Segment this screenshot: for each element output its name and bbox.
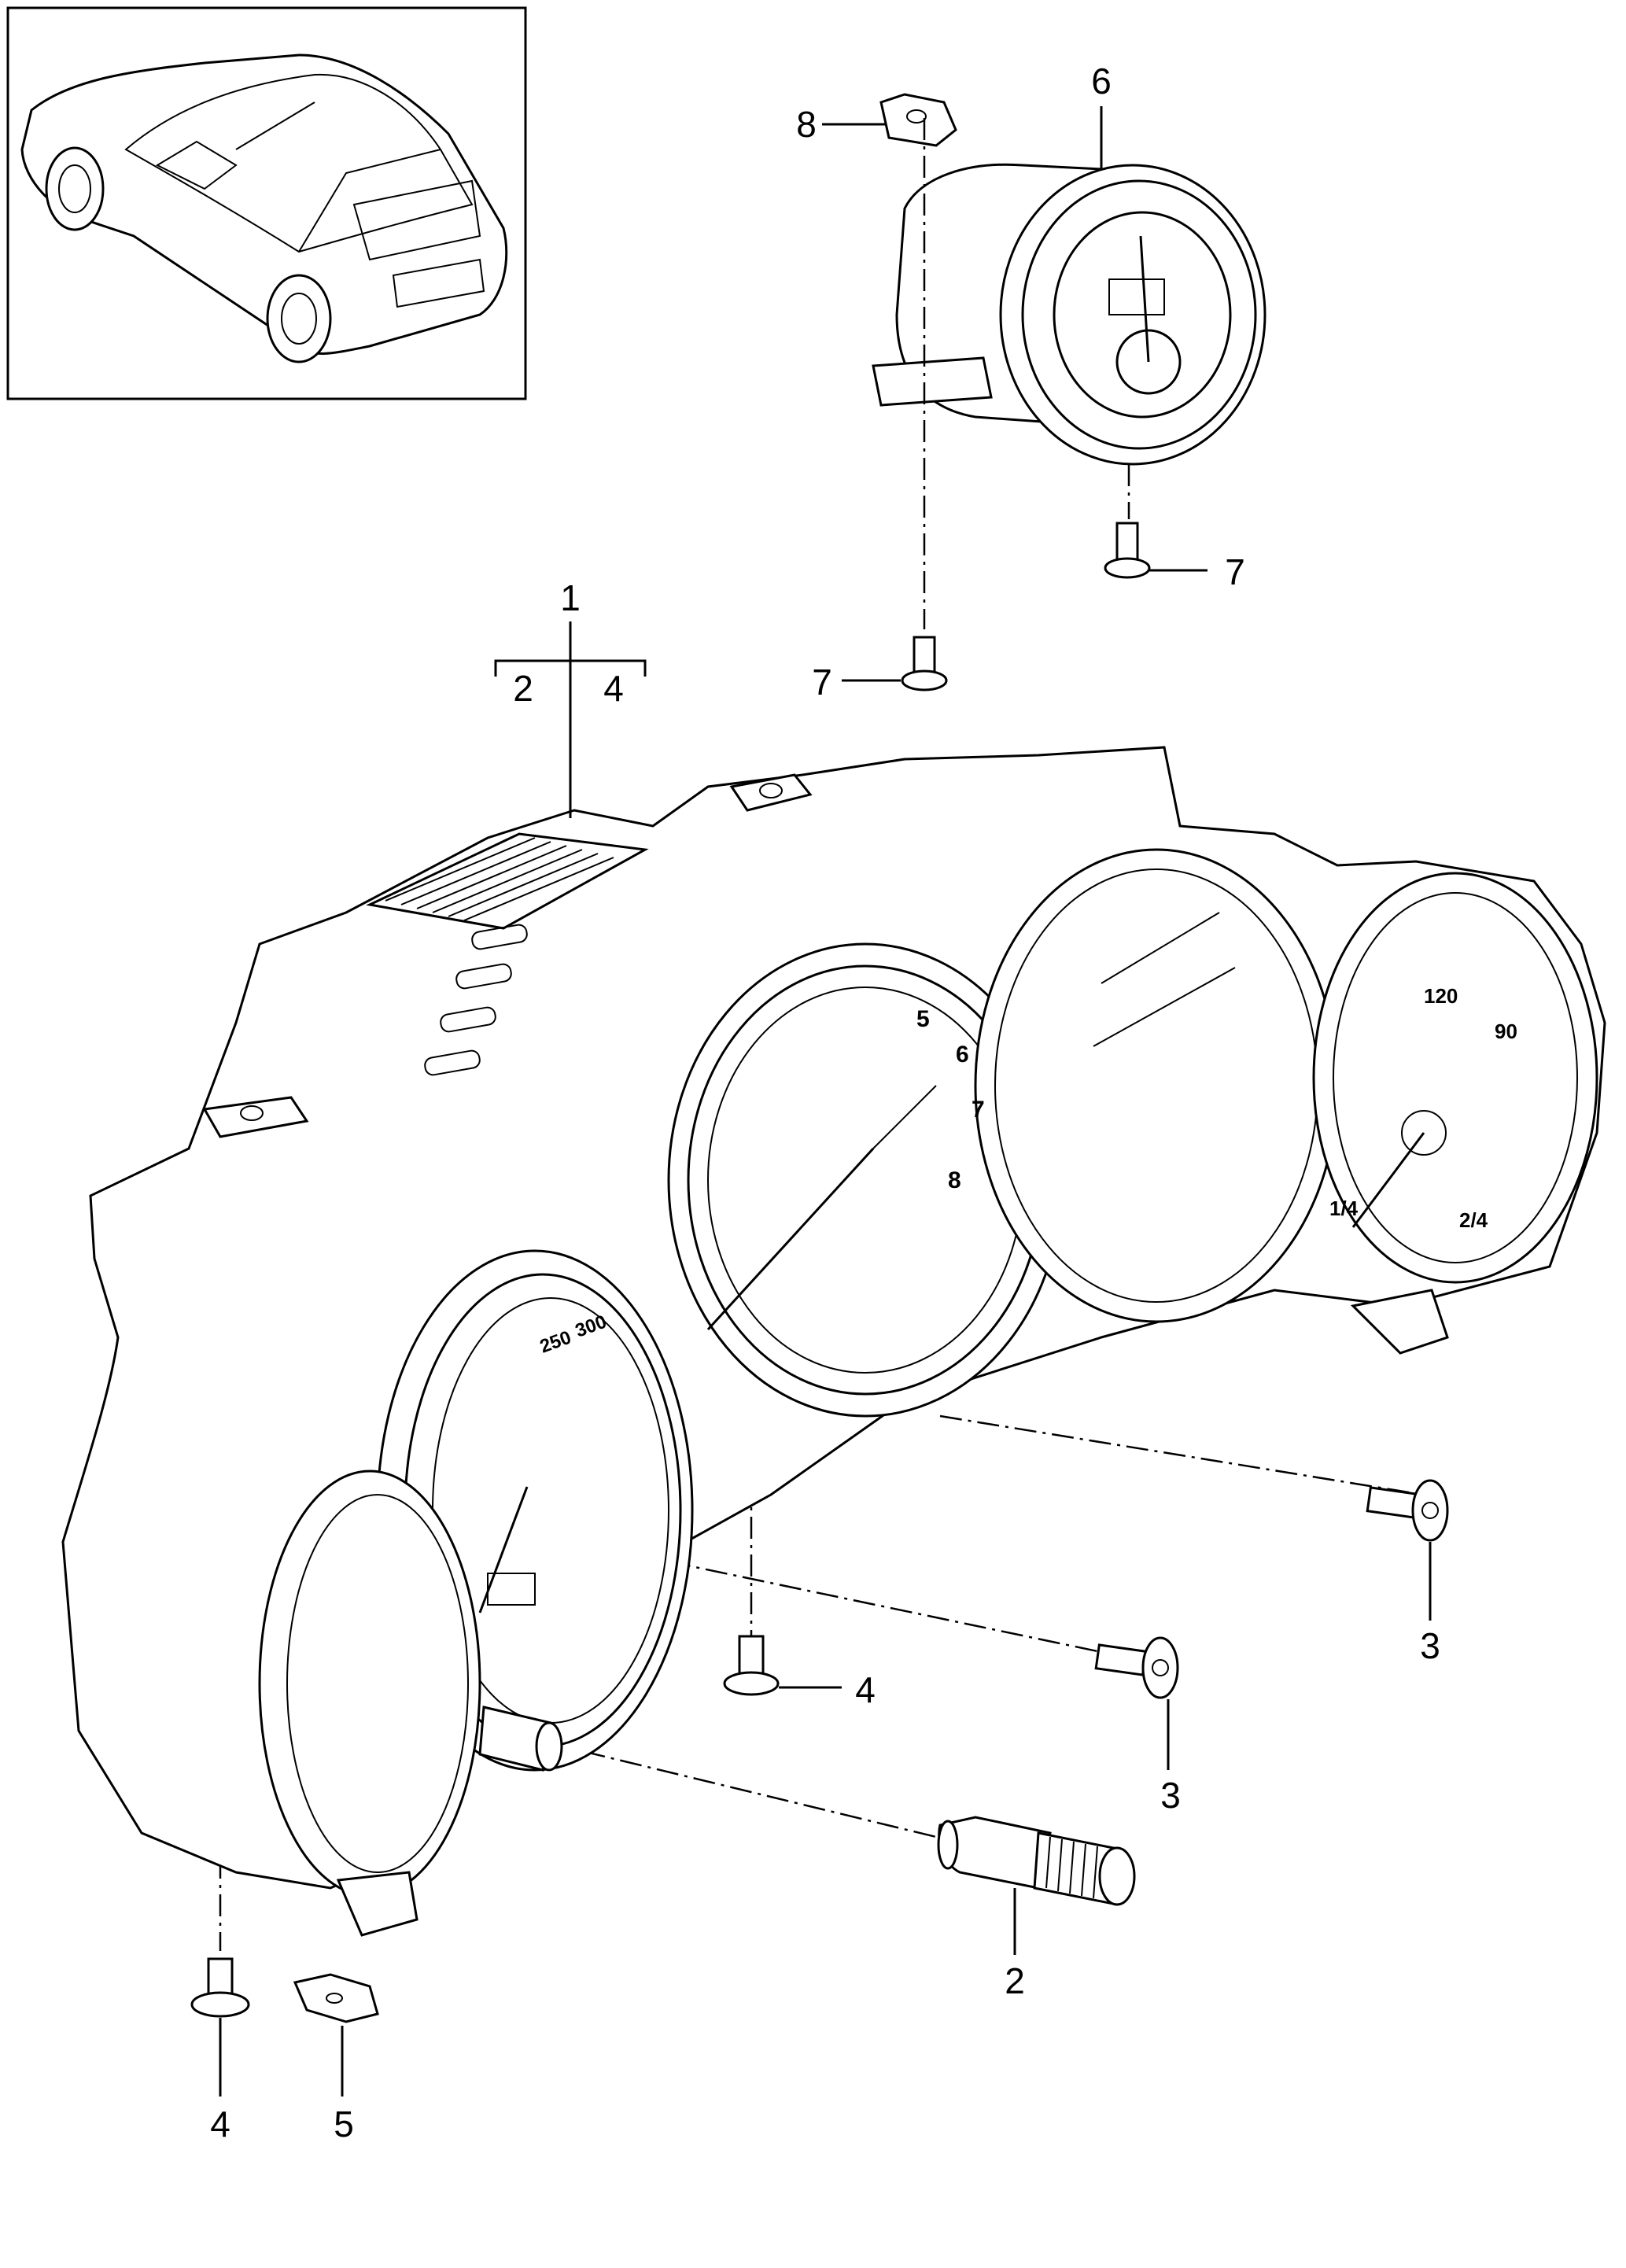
callout-4-center: 4: [855, 1669, 876, 1710]
callout-6: 6: [1091, 61, 1112, 101]
clip-part-8: [879, 93, 957, 147]
leader-lines: [219, 106, 1432, 2097]
clip-part-5: [293, 1973, 379, 2023]
tach-numeral: 5: [916, 1006, 930, 1032]
screw-part-7-upper: [1104, 522, 1151, 579]
callout-7-lower: 7: [812, 662, 832, 703]
right-gauge-numerals: 120 90 2/4 1/4: [1329, 984, 1517, 1232]
callout-8: 8: [796, 104, 817, 145]
callout-1: 1: [560, 577, 581, 618]
screw-part-4-bottom: [190, 1957, 250, 2018]
screw-part-7-lower: [901, 636, 948, 691]
callout-3-upper: 3: [1420, 1625, 1440, 1666]
chrono-clock-part-6: [872, 163, 1267, 466]
tach-numerals: 5 6 7 8: [916, 1006, 985, 1193]
knob-part-2: [937, 1816, 1136, 1906]
right-gauge-numeral: 1/4: [1329, 1197, 1359, 1220]
knob-installed: [478, 1706, 563, 1772]
callout-1-sub-4: 4: [603, 668, 624, 709]
callout-1-sub-2: 2: [513, 668, 533, 709]
callout-4-bottom: 4: [210, 2104, 230, 2144]
callout-3-lower: 3: [1160, 1775, 1181, 1816]
screw-part-4-center: [723, 1635, 780, 1696]
right-gauge-numeral: 120: [1424, 984, 1458, 1008]
instrument-cluster-part-1: [61, 746, 1606, 1937]
tach-numeral: 6: [956, 1042, 969, 1068]
tach-numeral: 8: [948, 1167, 961, 1193]
callout-7-upper: 7: [1225, 551, 1245, 592]
screw-part-3-upper: [1366, 1479, 1449, 1542]
callout-5: 5: [334, 2104, 354, 2144]
tach-numeral: 7: [972, 1097, 985, 1123]
right-gauge-numeral: 2/4: [1459, 1208, 1488, 1232]
vehicle-thumbnail: [6, 6, 527, 400]
callout-2: 2: [1005, 1960, 1025, 2001]
screw-part-3-lower: [1094, 1636, 1179, 1699]
right-gauge-numeral: 90: [1495, 1020, 1517, 1043]
